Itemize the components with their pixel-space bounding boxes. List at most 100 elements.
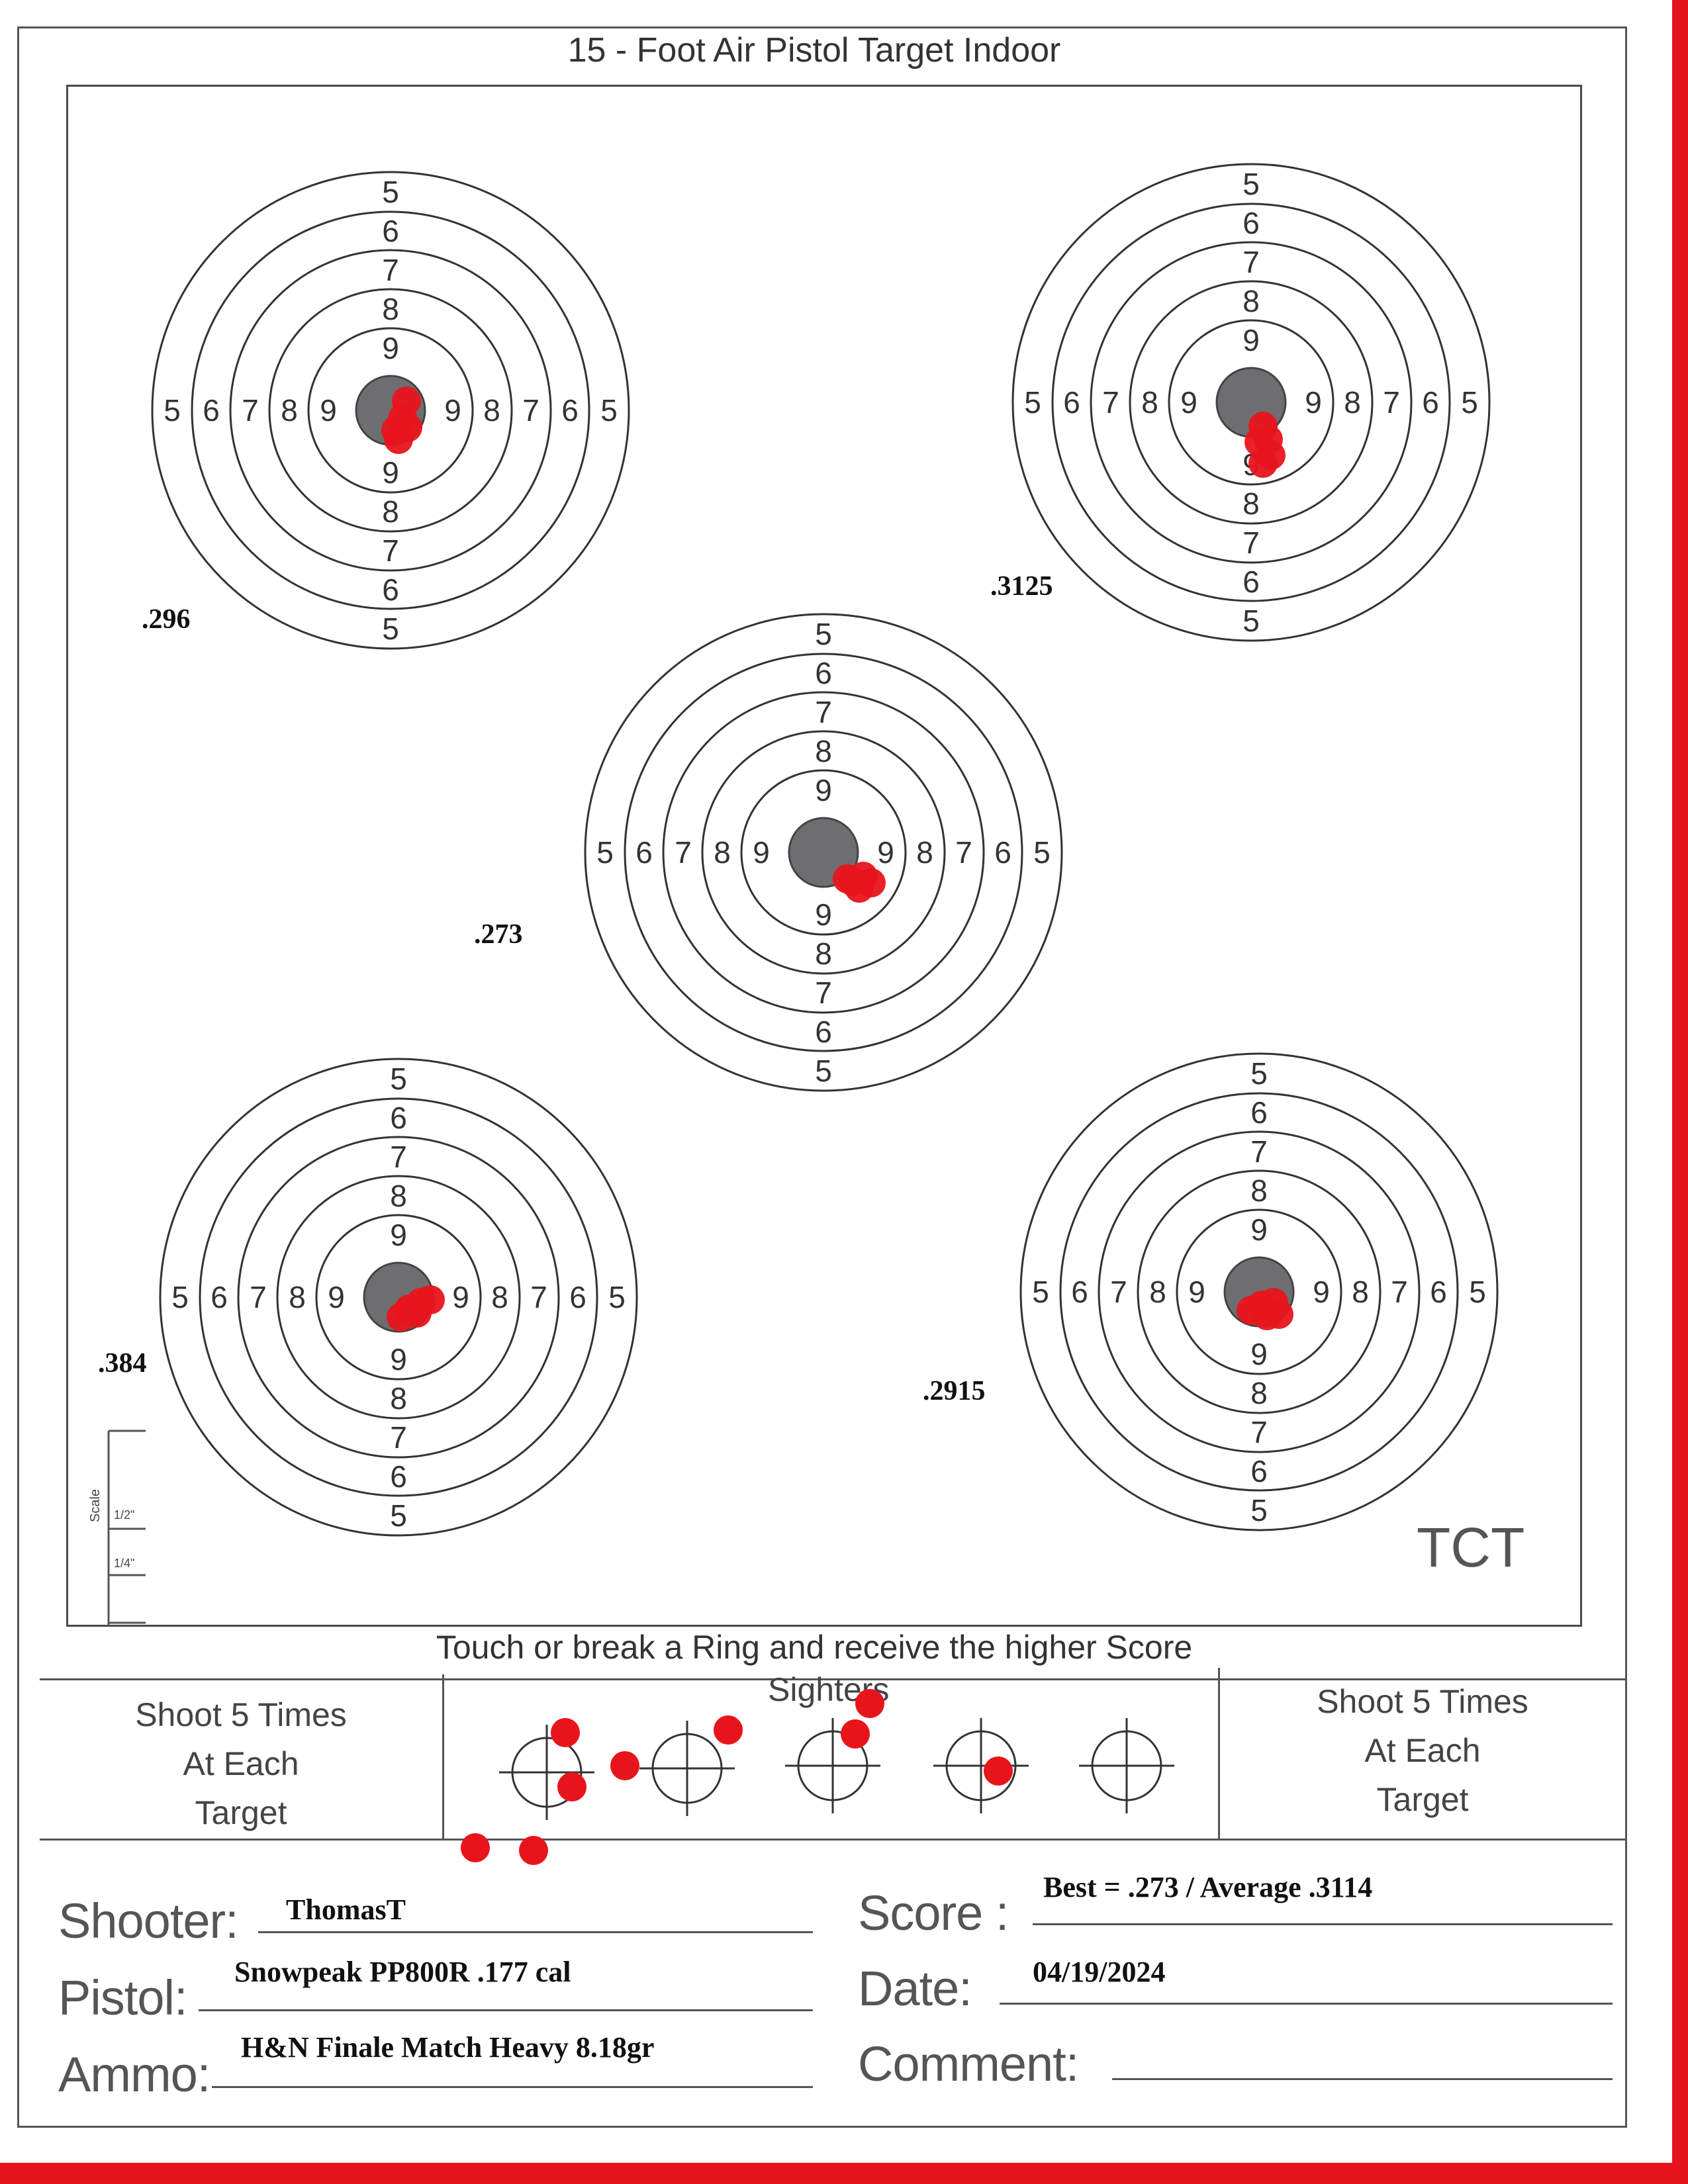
- ring-number: 8: [1243, 284, 1260, 318]
- ring-number: 9: [320, 393, 337, 428]
- ring-number: 6: [390, 1459, 407, 1494]
- scale-bar: Scale 1/2" 1/4": [88, 1430, 146, 1625]
- ring-number: 5: [1243, 604, 1260, 638]
- ring-number: 8: [390, 1381, 407, 1416]
- ring-number: 6: [1243, 206, 1260, 240]
- ring-number: 5: [1461, 385, 1478, 420]
- ring-number: 6: [635, 835, 653, 870]
- target-ring: [237, 1136, 560, 1459]
- target-ring: [1090, 241, 1413, 564]
- ring-number: 6: [211, 1280, 228, 1314]
- sighter-right-divider: [1218, 1668, 1220, 1839]
- ring-number: 9: [444, 393, 461, 428]
- ring-number: 9: [815, 897, 832, 932]
- target-ring: [276, 1175, 521, 1420]
- ring-number: 5: [596, 835, 614, 870]
- shooter-value: ThomasT: [286, 1893, 406, 1926]
- pistol-label: Pistol:: [58, 1970, 188, 2025]
- comment-underline: [1112, 2078, 1613, 2080]
- target-ring: [1011, 163, 1491, 642]
- ring-number: 9: [1250, 1212, 1268, 1247]
- ring-number: 6: [1071, 1275, 1088, 1309]
- ring-number: 8: [483, 393, 500, 428]
- ring-number: 6: [815, 656, 832, 690]
- sighter-crosshair-1: [499, 1725, 594, 1820]
- target-ring: [151, 171, 630, 650]
- ring-number: 9: [382, 331, 399, 365]
- sighter-crosshair-5: [1079, 1718, 1174, 1813]
- target-ring: [1176, 1208, 1342, 1375]
- target-ring: [1059, 1092, 1459, 1492]
- ring-number: 6: [390, 1101, 407, 1135]
- sighter-crosshair-2: [639, 1721, 735, 1816]
- ring-number: 9: [753, 835, 770, 870]
- ring-number: 6: [561, 393, 579, 428]
- ring-number: 7: [390, 1420, 407, 1455]
- ring-number: 8: [281, 393, 298, 428]
- ring-number: 9: [1250, 1337, 1268, 1371]
- ring-number: 8: [382, 494, 399, 529]
- shooter-underline: [258, 1931, 813, 1933]
- target-ring: [662, 691, 985, 1014]
- ring-number: 5: [1032, 1275, 1049, 1309]
- shoot-left-line-2: At Each: [183, 1745, 299, 1782]
- ring-number: 5: [1024, 385, 1041, 420]
- tct-brand-mark: TCT: [1417, 1516, 1525, 1578]
- target-ring: [268, 288, 513, 533]
- ring-number: 9: [382, 455, 399, 490]
- ammo-label: Ammo:: [58, 2047, 211, 2102]
- shoot-right-line-1: Shoot 5 Times: [1317, 1683, 1528, 1720]
- ring-number: 5: [390, 1498, 407, 1533]
- sighter-shot-hole: [610, 1751, 639, 1780]
- score-label: Score :: [858, 1886, 1009, 1940]
- ring-number: 6: [1250, 1095, 1268, 1130]
- ring-number: 7: [1383, 385, 1400, 420]
- ring-number: 5: [382, 175, 399, 209]
- ring-number: 5: [815, 617, 832, 651]
- shoot-left-line-3: Target: [195, 1794, 287, 1831]
- scale-label: Scale: [88, 1489, 103, 1522]
- sighter-shot-hole: [557, 1772, 586, 1801]
- ring-number: 5: [382, 612, 399, 646]
- ring-number: 7: [1250, 1134, 1268, 1169]
- ring-number: 7: [815, 695, 832, 729]
- ring-number: 7: [1243, 245, 1260, 279]
- shooter-label: Shooter:: [58, 1893, 239, 1948]
- ring-number: 8: [382, 292, 399, 326]
- ring-number: 7: [530, 1280, 547, 1314]
- target-ring: [307, 327, 474, 494]
- target-ring: [315, 1214, 482, 1381]
- sighter-band-bottom-rule: [40, 1839, 1626, 1841]
- scoring-rule-caption: Touch or break a Ring and receive the hi…: [436, 1629, 1193, 1666]
- ring-number: 6: [1422, 385, 1439, 420]
- ring-number: 6: [815, 1015, 832, 1049]
- target-ring: [1168, 319, 1335, 486]
- sighter-shot-hole: [841, 1719, 870, 1749]
- targets-layer: 5678998765567899876556789987655678998765…: [151, 163, 1499, 1537]
- shot-hole: [1252, 1301, 1282, 1330]
- ring-number: 5: [1469, 1275, 1486, 1309]
- sighter-shot-hole: [461, 1833, 490, 1862]
- ring-number: 7: [1110, 1275, 1127, 1309]
- ring-number: 6: [203, 393, 220, 428]
- ring-number: 9: [1305, 385, 1322, 420]
- ring-number: 8: [1250, 1376, 1268, 1410]
- ring-number: 9: [815, 773, 832, 807]
- target-area-border: [66, 85, 1582, 1627]
- score-value: Best = .273 / Average .3114: [1043, 1871, 1373, 1903]
- ring-number: 7: [390, 1140, 407, 1174]
- ring-number: 5: [600, 393, 618, 428]
- sighter-left-divider: [442, 1674, 444, 1839]
- pistol-value: Snowpeak PP800R .177 cal: [234, 1956, 571, 1988]
- ring-number: 7: [242, 393, 259, 428]
- ring-number: 8: [289, 1280, 306, 1314]
- ring-number: 5: [608, 1280, 626, 1314]
- ammo-value: H&N Finale Match Heavy 8.18gr: [241, 2031, 655, 2064]
- group-size-target-5: .2915: [923, 1376, 986, 1406]
- ring-number: 7: [1102, 385, 1119, 420]
- ring-number: 8: [1344, 385, 1361, 420]
- ring-number: 5: [164, 393, 181, 428]
